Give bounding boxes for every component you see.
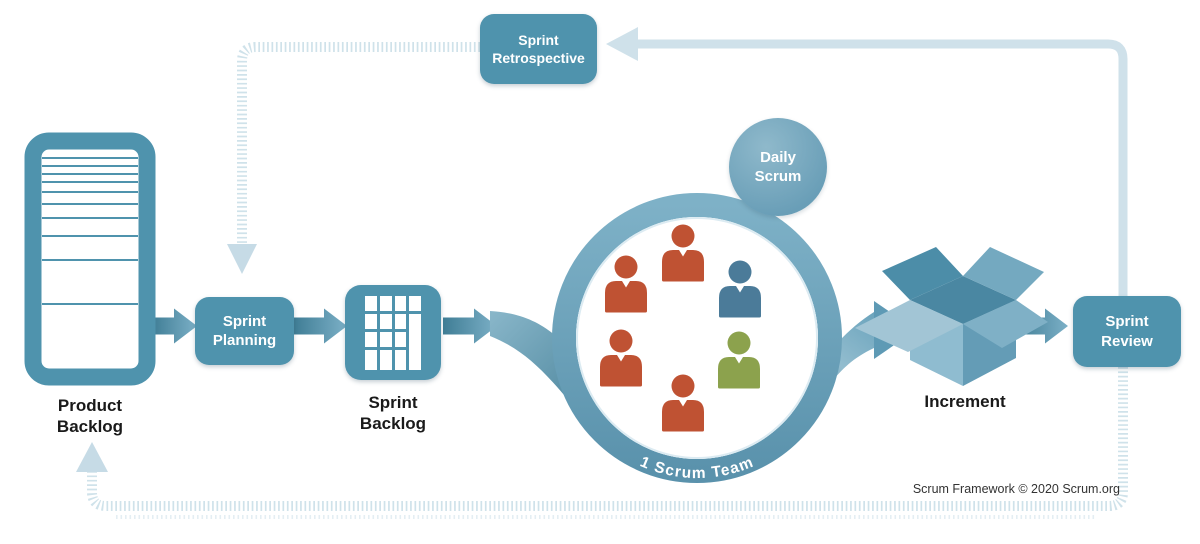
flow-arrow-increment-to-review	[1015, 308, 1068, 344]
team-members	[600, 224, 761, 432]
person-icon	[662, 374, 704, 432]
planning-arrowhead-icon	[227, 244, 257, 274]
backlog-item-lines	[42, 157, 138, 305]
retrospective-to-planning-line	[237, 42, 480, 246]
scrum-team-ring	[552, 193, 842, 483]
increment-label: Increment	[924, 392, 1006, 411]
sprint-backlog-node	[345, 285, 441, 380]
sprint-planning-node: Sprint Planning	[195, 297, 294, 365]
person-icon	[662, 224, 704, 282]
copyright-text: Scrum Framework © 2020 Scrum.org	[912, 482, 1120, 496]
increment-box-icon	[855, 247, 1048, 386]
product-backlog-label: Product Backlog	[56, 396, 124, 437]
flow-arrow-planning-to-backlog	[294, 308, 347, 344]
person-icon	[605, 255, 647, 313]
review-to-product-backlog-line	[87, 367, 1128, 511]
retrospective-arrowhead-icon	[606, 27, 638, 61]
person-icon	[600, 329, 642, 387]
product-backlog-icon	[24, 132, 156, 386]
flow-arrow-backlog-to-planning	[152, 308, 197, 344]
sprint-backlog-grid-icon	[365, 296, 421, 370]
person-icon	[719, 260, 761, 318]
person-icon	[718, 331, 760, 389]
sprint-review-node: Sprint Review	[1073, 296, 1181, 367]
daily-scrum-node: Daily Scrum	[729, 118, 827, 216]
sprint-backlog-label: Sprint Backlog	[359, 393, 427, 434]
review-to-retrospective-line	[638, 39, 1128, 296]
sprint-retrospective-node: Sprint Retrospective	[480, 14, 597, 84]
product-backlog-arrowhead-icon	[76, 442, 108, 472]
flow-arrow-backlog-to-sprint	[443, 308, 497, 344]
